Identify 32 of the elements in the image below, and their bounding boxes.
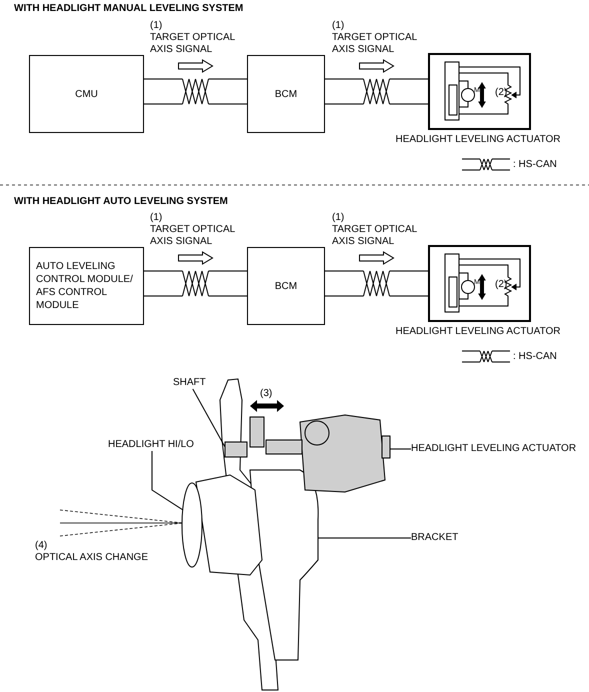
callout-number: (1) [332,20,344,32]
signal-label: TARGET OPTICAL AXIS SIGNAL [150,224,236,248]
signal-label: TARGET OPTICAL AXIS SIGNAL [332,32,418,56]
module-block: BCM [247,55,325,133]
signal-label: TARGET OPTICAL AXIS SIGNAL [150,32,236,56]
callout-number: (1) [150,20,162,32]
signal-label: TARGET OPTICAL AXIS SIGNAL [332,224,418,248]
part-label: BRACKET [411,532,458,544]
component-label: HEADLIGHT LEVELING ACTUATOR [394,326,562,338]
section-heading: WITH HEADLIGHT MANUAL LEVELING SYSTEM [14,3,244,15]
callout-number: (4) [35,540,48,552]
part-label: OPTICAL AXIS CHANGE [35,552,148,564]
callout-number: (1) [332,212,344,224]
twisted-pair-wire [144,270,248,296]
module-block: CMU [29,55,144,133]
callout-number: (3) [260,388,272,400]
leader-line [152,450,184,510]
twisted-pair-wire [144,78,248,104]
callout-number: (1) [150,212,162,224]
part-label: HEADLIGHT LEVELING ACTUATOR [411,443,576,455]
twisted-pair-wire [324,78,428,104]
part-label: SHAFT [173,377,206,389]
legend-label: : HS-CAN [513,159,557,171]
section-heading: WITH HEADLIGHT AUTO LEVELING SYSTEM [14,196,228,208]
component-label: HEADLIGHT LEVELING ACTUATOR [394,134,562,146]
twisted-pair-wire [324,270,428,296]
part-label: HEADLIGHT HI/LO [108,439,194,451]
module-block: BCM [247,247,325,325]
module-block: AUTO LEVELING CONTROL MODULE/ AFS CONTROL MODULE [29,247,144,325]
leader-line [390,448,412,450]
leader-line [192,388,226,448]
legend-label: : HS-CAN [513,351,557,363]
